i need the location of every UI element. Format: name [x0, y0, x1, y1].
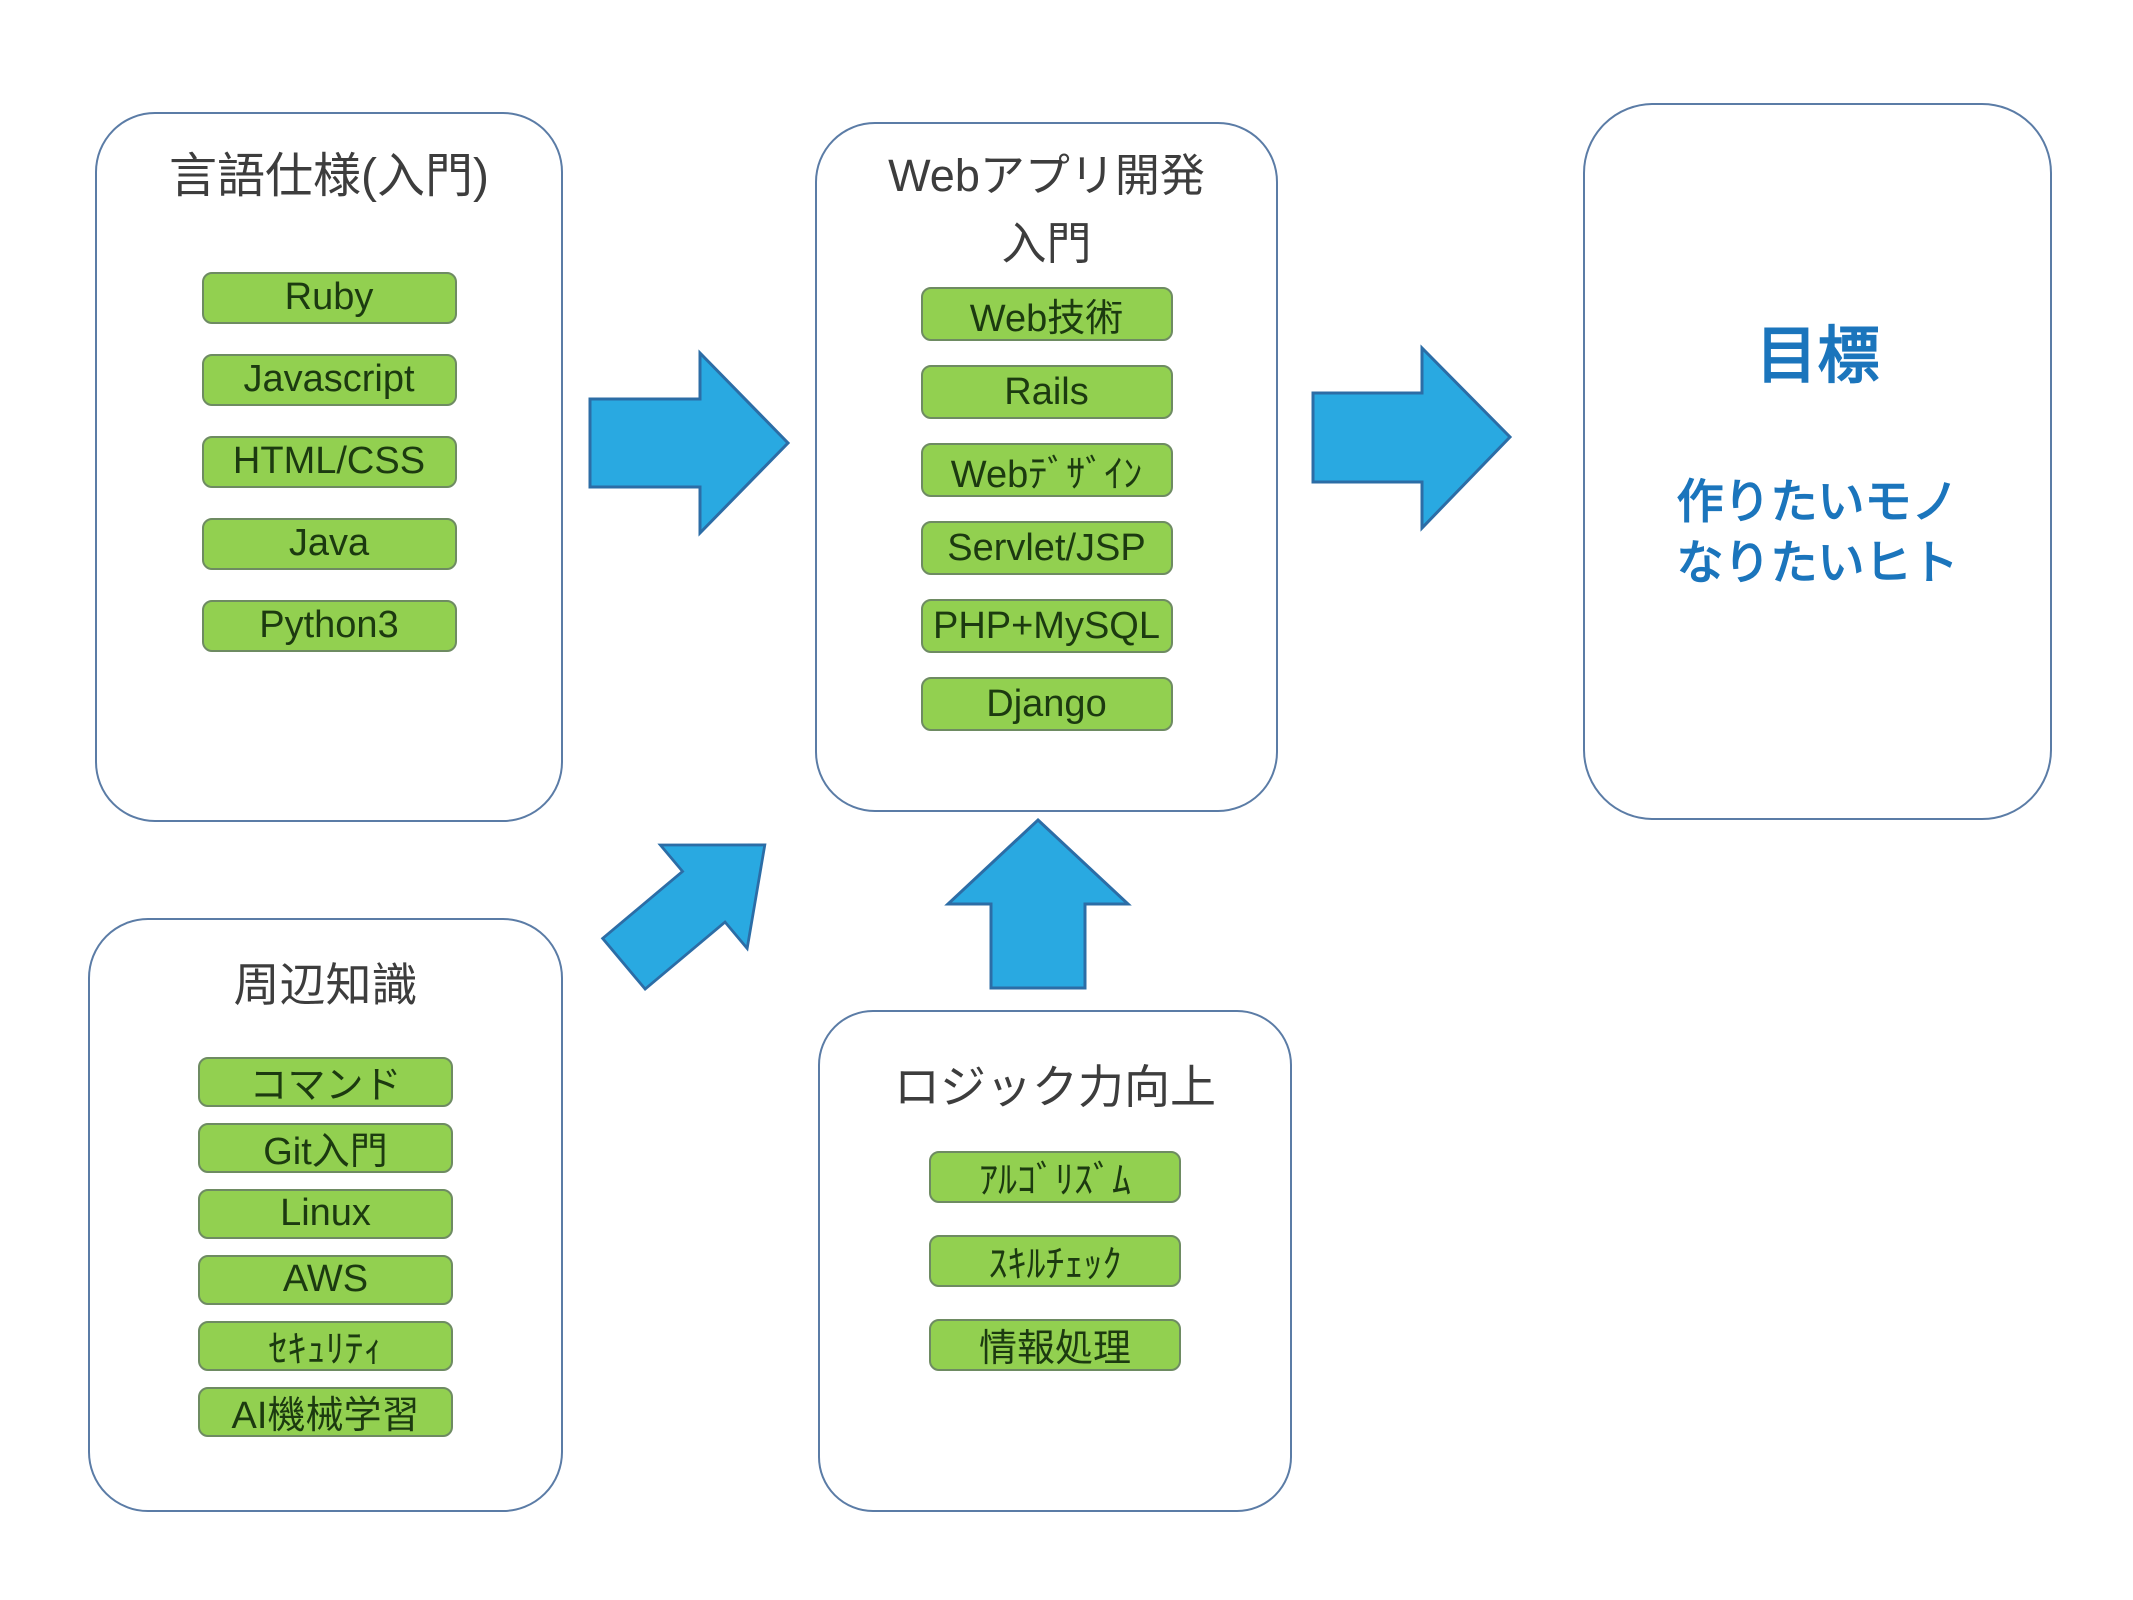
item-aws: AWS [198, 1254, 453, 1305]
box-language-spec-title: 言語仕様(入門) [169, 150, 489, 203]
item-command: コマンド [198, 1056, 453, 1107]
item-web-design: Webﾃﾞｻﾞｲﾝ [920, 443, 1173, 497]
item-ruby: Ruby [201, 271, 457, 324]
box-peripheral-knowledge: 周辺知識 コマンド Git入門 Linux AWS ｾｷｭﾘﾃｨ AI機械学習 [88, 918, 563, 1512]
item-info-processing: 情報処理 [929, 1318, 1181, 1371]
item-html-css: HTML/CSS [201, 435, 457, 488]
box-web-app-dev: Webアプリ開発 入門 Web技術 Rails Webﾃﾞｻﾞｲﾝ Servle… [815, 122, 1278, 812]
item-rails: Rails [920, 365, 1173, 419]
box-language-spec: 言語仕様(入門) Ruby Javascript HTML/CSS Java P… [95, 112, 563, 822]
box-language-spec-items: Ruby Javascript HTML/CSS Java Python3 [201, 271, 457, 652]
arrow-logic-to-web-icon [944, 817, 1132, 990]
item-skill-check: ｽｷﾙﾁｪｯｸ [929, 1234, 1181, 1287]
box-logic-improvement-items: ｱﾙｺﾞﾘｽﾞﾑ ｽｷﾙﾁｪｯｸ 情報処理 [929, 1150, 1181, 1371]
item-servlet-jsp: Servlet/JSP [920, 521, 1173, 575]
box-logic-improvement: ロジック力向上 ｱﾙｺﾞﾘｽﾞﾑ ｽｷﾙﾁｪｯｸ 情報処理 [818, 1010, 1292, 1512]
item-security: ｾｷｭﾘﾃｨ [198, 1320, 453, 1371]
arrow-web-to-goal-icon [1311, 344, 1513, 532]
box-web-app-dev-title: Webアプリ開発 入門 [888, 142, 1205, 277]
item-ai-ml: AI機械学習 [198, 1386, 453, 1437]
goal-title: 目標 [1755, 322, 1880, 391]
goal-line2: なりたいヒト [1676, 536, 1959, 590]
box-logic-improvement-title: ロジック力向上 [894, 1061, 1216, 1113]
goal-lines: 作りたいモノ なりたいヒト [1677, 471, 1959, 593]
item-javascript: Javascript [201, 353, 457, 406]
arrow-peripheral-to-web-icon [592, 812, 797, 997]
item-git-intro: Git入門 [198, 1122, 453, 1173]
item-php-mysql: PHP+MySQL [920, 599, 1173, 653]
box-web-app-dev-title-line1: Webアプリ開発 [888, 150, 1205, 201]
item-python3: Python3 [201, 599, 457, 652]
box-peripheral-knowledge-title: 周辺知識 [233, 959, 418, 1011]
item-web-tech: Web技術 [920, 287, 1173, 341]
goal-line1: 作りたいモノ [1676, 475, 1959, 528]
box-web-app-dev-title-line2: 入門 [1001, 217, 1092, 269]
item-algorithm: ｱﾙｺﾞﾘｽﾞﾑ [929, 1150, 1181, 1203]
item-java: Java [201, 517, 457, 570]
item-django: Django [920, 677, 1173, 731]
item-linux: Linux [198, 1188, 453, 1239]
box-peripheral-knowledge-items: コマンド Git入門 Linux AWS ｾｷｭﾘﾃｨ AI機械学習 [198, 1056, 453, 1437]
arrow-left-to-web-icon [588, 349, 791, 537]
box-web-app-dev-items: Web技術 Rails Webﾃﾞｻﾞｲﾝ Servlet/JSP PHP+My… [920, 287, 1173, 731]
box-goal: 目標 作りたいモノ なりたいヒト [1583, 103, 2052, 820]
